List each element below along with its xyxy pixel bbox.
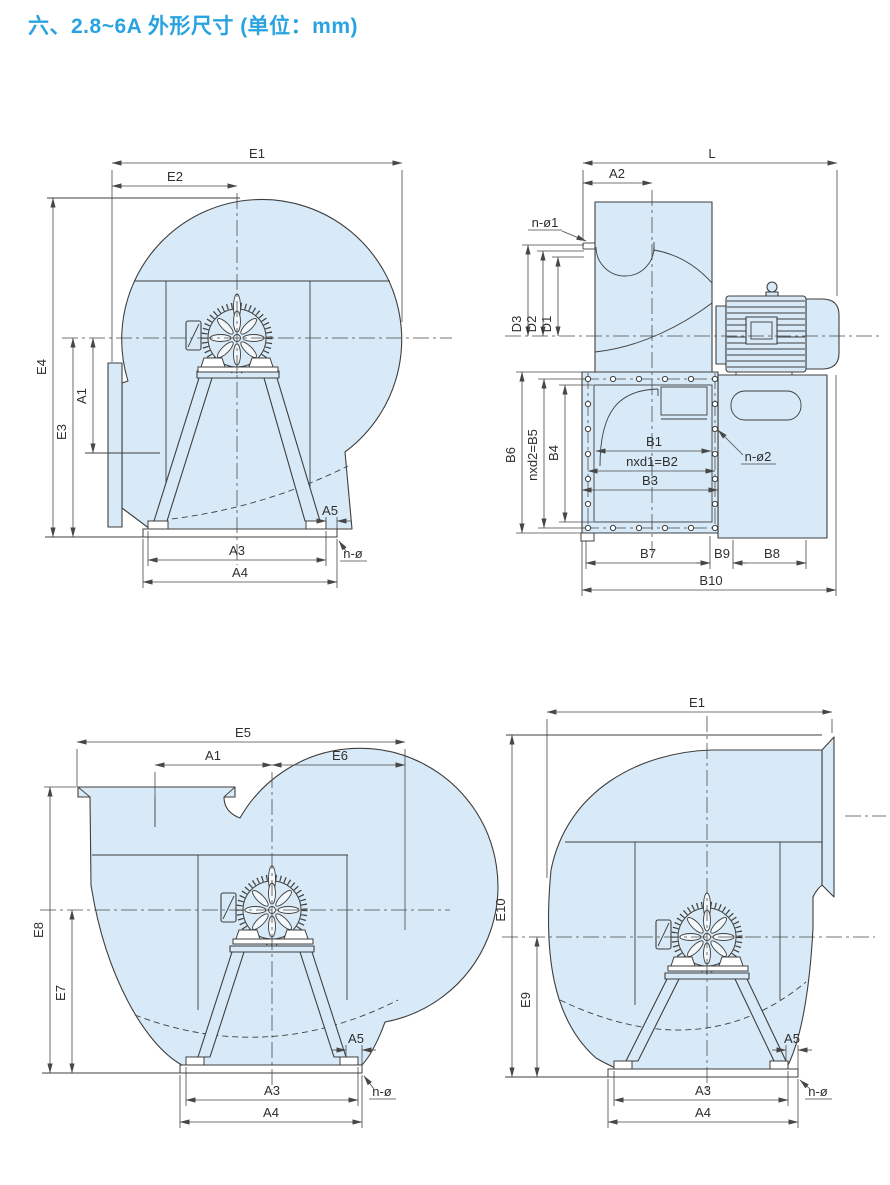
dim-label-a4: A4 [232,565,248,580]
stand-leg [625,978,680,1062]
dim-label-n-hole: n-ø [343,546,363,561]
fan-casing [594,201,713,373]
dim-label-a3: A3 [264,1083,280,1098]
dim-label-e5: E5 [235,725,251,740]
stand-leg [197,951,245,1058]
inlet-flange-plate [581,371,719,534]
dim-label-b5: nxd2=B5 [525,429,540,481]
dim-label-d3: D3 [509,316,524,333]
view-bottom-left: E5 A1 E6 E8 E7 A5 A3 A4 n-ø [31,725,499,1128]
dim-label-a4: A4 [695,1105,711,1120]
dim-label-b2: nxd1=B2 [626,454,678,469]
dim-label-a4: A4 [263,1105,279,1120]
dim-label-e7: E7 [53,985,68,1001]
dim-label-a5: A5 [322,503,338,518]
dim-label-b9: B9 [714,546,730,561]
dim-label-a5: A5 [784,1031,800,1046]
fan-scroll-body [547,749,823,1070]
dim-label-n-hole2: n-ø2 [745,449,772,464]
dim-label-l: L [708,146,715,161]
dim-label-n-hole: n-ø [808,1084,828,1099]
outlet-flange [821,736,835,898]
motor [715,281,840,375]
dim-label-d1: D1 [539,316,554,333]
bolt-holes [584,375,719,532]
view-bottom-right: E1 E10 E9 A5 A3 A4 n-ø [493,695,886,1128]
dim-label-e4: E4 [34,359,49,375]
dim-label-a3: A3 [695,1083,711,1098]
dim-label-e6: E6 [332,748,348,763]
dim-label-n-hole: n-ø [372,1084,392,1099]
dim-label-e1: E1 [689,695,705,710]
dim-label-b4: B4 [546,445,561,461]
view-top-right: L A2 n-ø1 D3 D2 D1 B6 nxd2=B5 B4 B1 nxd1… [503,146,882,596]
dim-label-a5: A5 [348,1031,364,1046]
dim-label-e10: E10 [493,898,508,921]
dim-label-e9: E9 [518,992,533,1008]
dim-label-b3: B3 [642,473,658,488]
base-plate [179,1064,363,1074]
dim-label-a3: A3 [229,543,245,558]
view-top-left: E1 E2 E4 E3 A1 A5 A3 A4 n-ø [34,146,452,588]
page-title: 六、2.8~6A 外形尺寸 (单位：mm) [28,15,359,38]
dim-label-n-hole1: n-ø1 [532,215,559,230]
dim-label-b6: B6 [503,447,518,463]
dim-label-b8: B8 [764,546,780,561]
dim-label-b7: B7 [640,546,656,561]
dim-label-a2: A2 [609,166,625,181]
dim-label-b10: B10 [699,573,722,588]
dim-label-d2: D2 [524,316,539,333]
base-plate [607,1068,799,1078]
dim-label-a1: A1 [205,748,221,763]
dim-label-e1: E1 [249,146,265,161]
dim-label-a1: A1 [74,388,89,404]
dim-label-b1: B1 [646,434,662,449]
motor-base-block [717,374,828,539]
dim-label-e2: E2 [167,169,183,184]
outlet-flange [107,362,123,528]
motor-eyebolt-icon [766,281,778,293]
dim-label-e8: E8 [31,922,46,938]
base-plate [142,528,338,538]
dim-label-e3: E3 [54,424,69,440]
